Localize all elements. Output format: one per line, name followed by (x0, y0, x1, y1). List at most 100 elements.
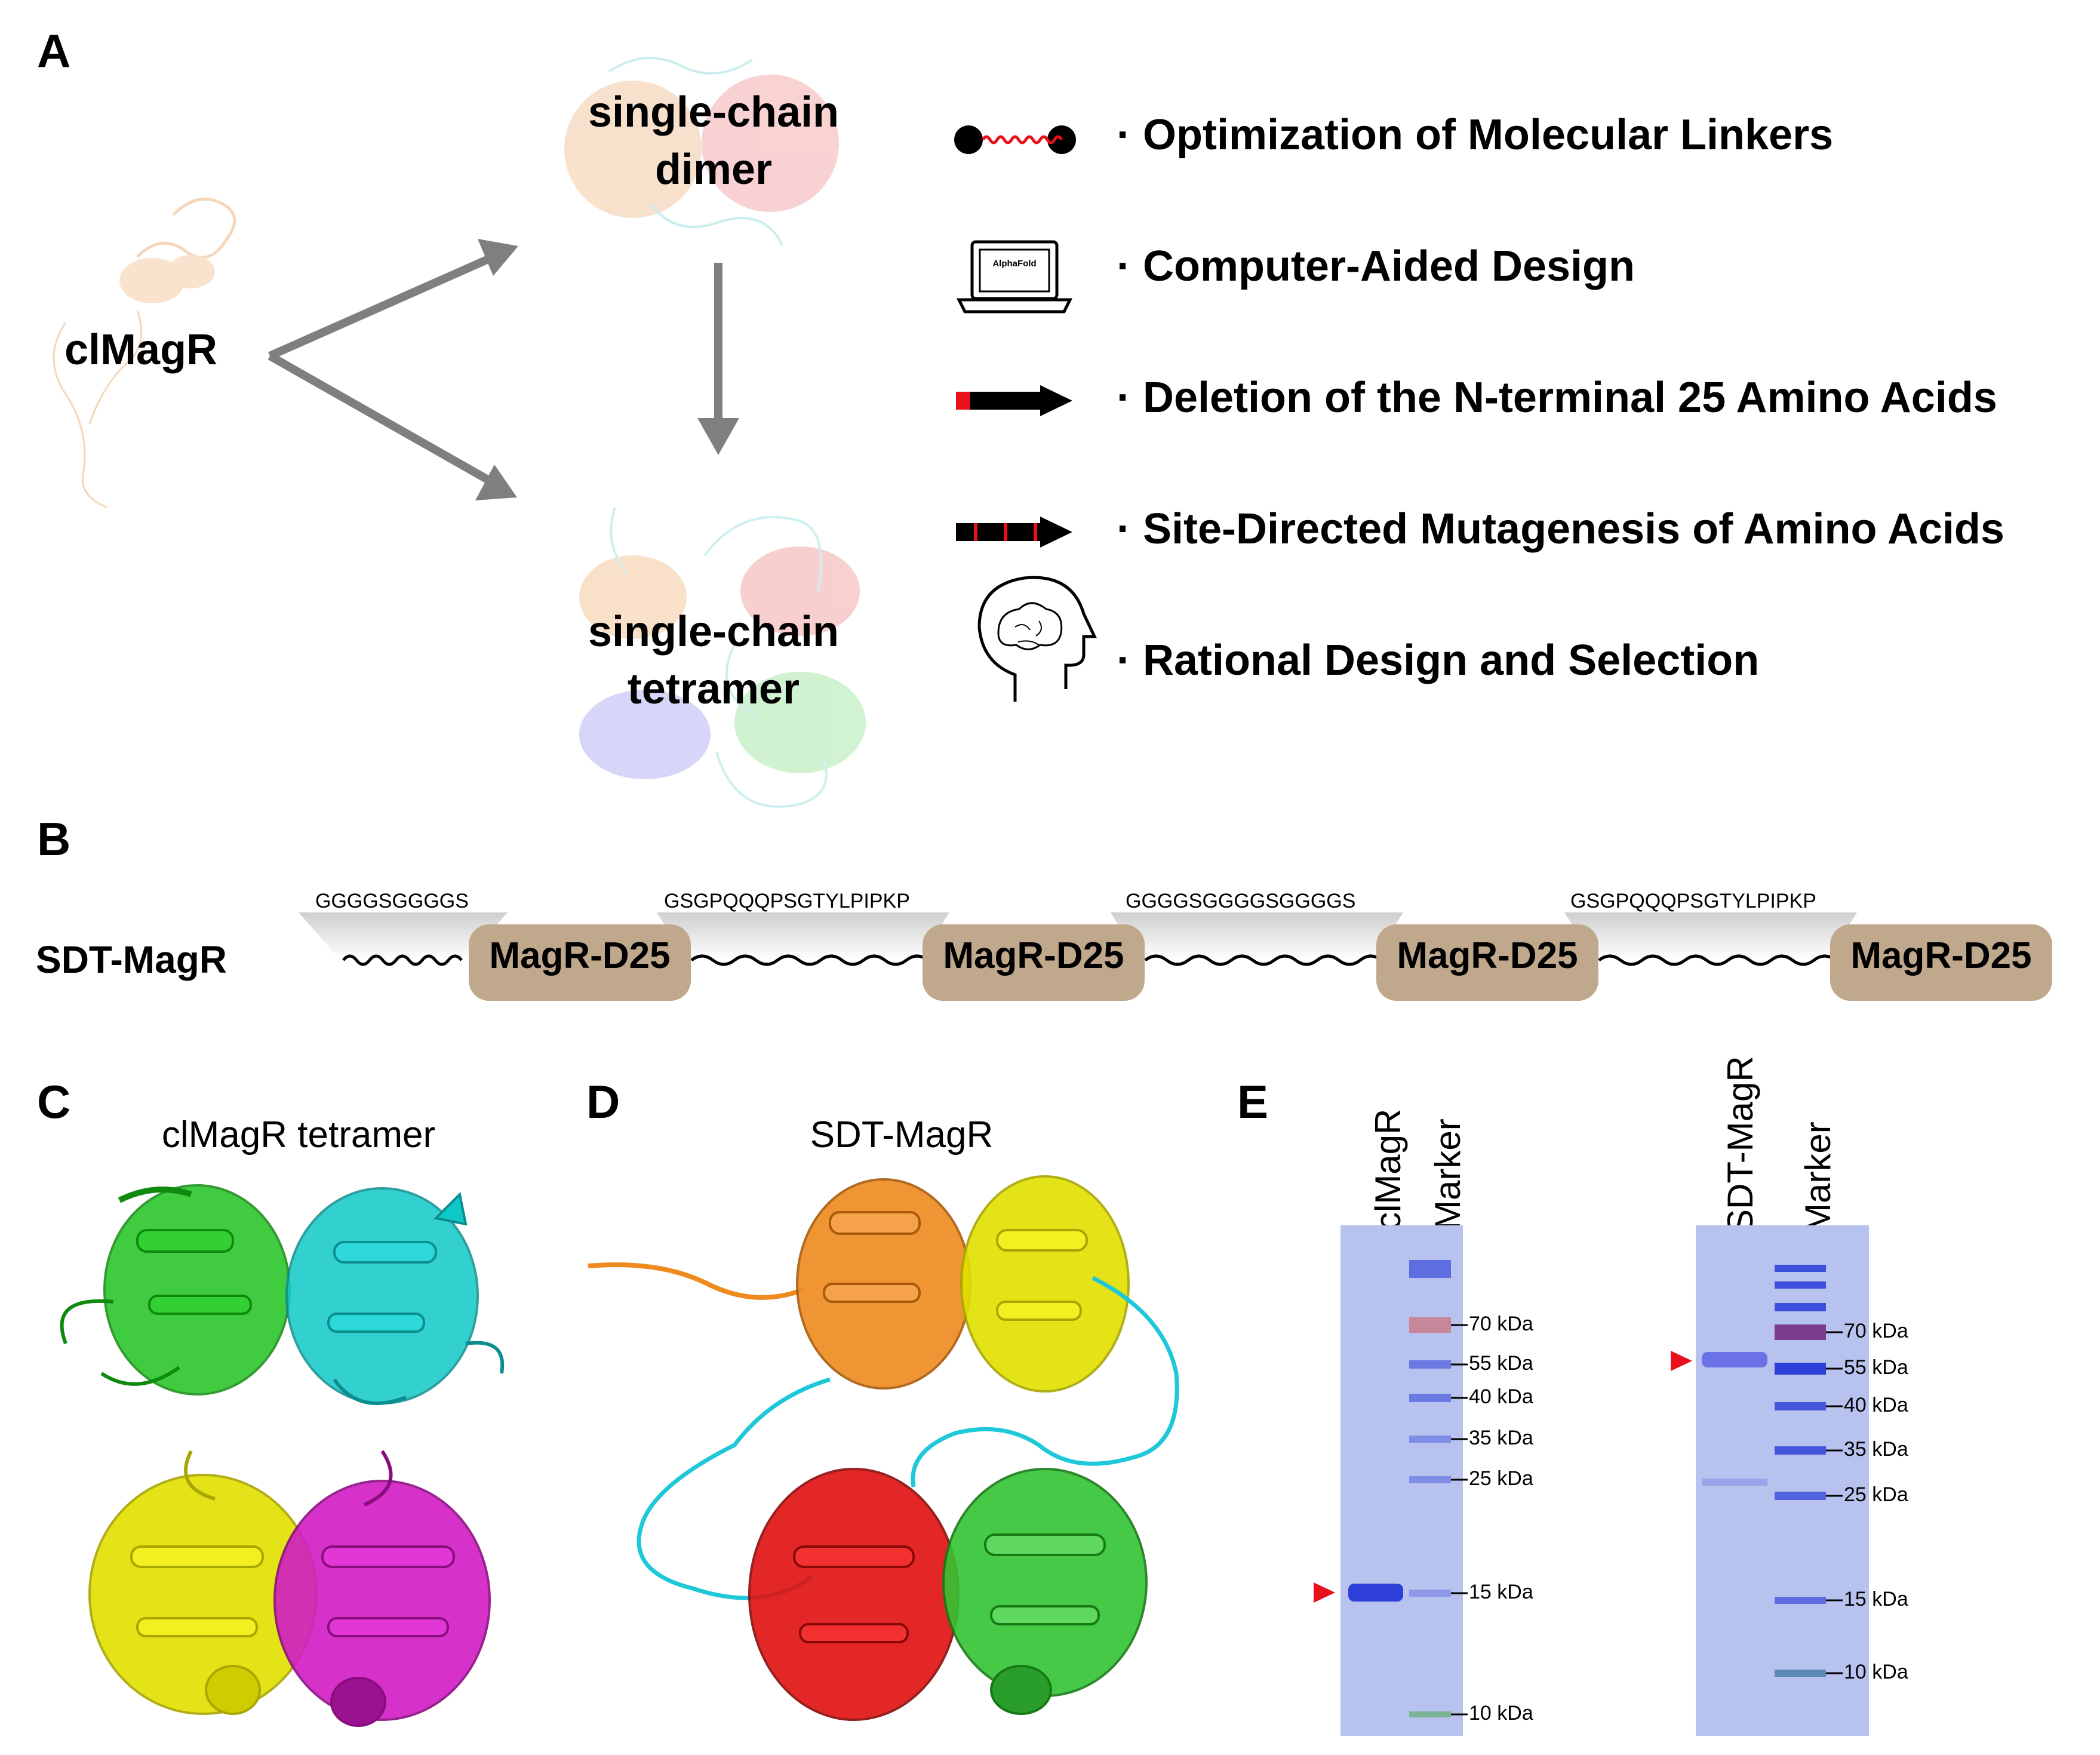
gel1-pointer-arrow (1314, 1582, 1335, 1603)
panel-d-title: SDT-MagR (810, 1114, 994, 1155)
sds-page-gels (1314, 1225, 1869, 1736)
linker-wave-4 (1598, 954, 1837, 966)
panel-label-a: A (37, 24, 71, 77)
panel-label-c: C (37, 1075, 71, 1128)
domain-box-2 (923, 924, 1145, 1001)
gel1-marker-band-35 (1409, 1436, 1451, 1443)
gel2-marker-band-top3 (1775, 1303, 1826, 1311)
gel1-marker-band-55 (1409, 1360, 1451, 1369)
gel2-lane-label-marker: Marker (1798, 1121, 1838, 1233)
linker-wedge-4 (1564, 912, 1857, 960)
single-chain-dimer-structure (564, 57, 839, 245)
panel-label-e: E (1237, 1075, 1269, 1128)
feature-mutagenesis: · Site-Directed Mutagenesis of Amino Aci… (1117, 505, 2004, 553)
chain-red (748, 1468, 960, 1721)
single-chain-dimer-label: single-chain dimer (558, 84, 869, 198)
gel1-lane-label-marker: Marker (1428, 1118, 1468, 1230)
linker-wedge-2 (657, 912, 949, 960)
clmagr-tetramer-structure (60, 1184, 505, 1727)
chain-orange (796, 1178, 971, 1390)
panel-c-title: clMagR tetramer (161, 1114, 436, 1155)
gel1-marker-band-25 (1409, 1476, 1451, 1483)
chain-cyan (285, 1187, 505, 1405)
gel1-marker-40: 40 kDa (1469, 1385, 1533, 1408)
construct-label: SDT-MagR (36, 938, 227, 981)
domain-box-1 (469, 924, 691, 1001)
gel2-marker-band-15 (1775, 1597, 1826, 1604)
gel-1 (1314, 1225, 1468, 1736)
gel2-marker-band-10 (1775, 1670, 1826, 1677)
domain-label-4: MagR-D25 (1850, 935, 2032, 976)
linker-seq-4: GSGPQQQPSGTYLPIPKP (1570, 890, 1816, 912)
linker-seq-3: GGGGSGGGGSGGGGS (1126, 890, 1356, 912)
gel2-marker-25: 25 kDa (1844, 1483, 1908, 1506)
gel1-marker-band-15 (1409, 1590, 1451, 1597)
gel2-marker-35: 35 kDa (1844, 1438, 1908, 1461)
linker-wave-3 (1144, 954, 1383, 966)
gel2-marker-10: 10 kDa (1844, 1661, 1908, 1683)
gel-2 (1671, 1225, 1869, 1736)
dimer-label-line2: dimer (654, 146, 773, 193)
domain-box-3 (1376, 924, 1598, 1001)
mutagenesis-arrow-icon (956, 517, 1072, 548)
gel1-marker-70: 70 kDa (1469, 1313, 1533, 1335)
gel2-marker-band-70 (1775, 1324, 1826, 1340)
gel2-sample-faint (1702, 1479, 1767, 1486)
gel2-marker-band-top1 (1775, 1265, 1826, 1272)
single-chain-tetramer-structure (579, 507, 866, 808)
gel1-marker-band-70 (1409, 1317, 1451, 1333)
linker-wave-2 (690, 954, 929, 966)
linker-wedge-3 (1111, 912, 1403, 960)
gel2-pointer-arrow (1671, 1351, 1692, 1371)
flow-arrows (268, 239, 739, 500)
linker-seq-2: GSGPQQQPSGTYLPIPKP (664, 890, 910, 912)
sdt-magr-structure (588, 1175, 1179, 1721)
domain-label-2: MagR-D25 (943, 935, 1124, 976)
domain-label-1: MagR-D25 (489, 935, 671, 976)
linker-wave-1 (342, 954, 463, 966)
gel1-marker-band-40 (1409, 1394, 1451, 1402)
chain-yellow (88, 1450, 318, 1715)
gel2-marker-band-35 (1775, 1446, 1826, 1455)
gel1-marker-55: 55 kDa (1469, 1352, 1533, 1375)
panel-label-b: B (37, 813, 71, 865)
chain-cyan-linker (637, 1275, 1179, 1600)
dimer-label-line1: single-chain (588, 88, 840, 136)
panel-label-d: D (586, 1075, 620, 1128)
gel1-marker-15: 15 kDa (1469, 1581, 1533, 1603)
feature-deletion: · Deletion of the N-terminal 25 Amino Ac… (1117, 374, 1997, 422)
domain-label-3: MagR-D25 (1397, 935, 1578, 976)
gel2-marker-55: 55 kDa (1844, 1356, 1908, 1379)
gel1-marker-band-top (1409, 1260, 1451, 1278)
tetramer-label-line1: single-chain (588, 608, 840, 656)
feature-computer-aided: · Computer-Aided Design (1117, 242, 1635, 290)
linker-wedge-1 (299, 912, 508, 960)
gel2-marker-band-55 (1775, 1363, 1826, 1375)
gel1-marker-35: 35 kDa (1469, 1427, 1533, 1449)
clmagr-label: clMagR (64, 326, 218, 374)
chain-green (60, 1184, 291, 1396)
gel2-marker-band-top2 (1775, 1281, 1826, 1289)
gel2-marker-40: 40 kDa (1844, 1394, 1908, 1416)
domain-box-4 (1830, 924, 2052, 1001)
construct-diagram (299, 912, 2052, 1001)
gel1-lane-label-clmagr: clMagR (1368, 1108, 1408, 1230)
chain-yellow-d (960, 1175, 1130, 1393)
gel1-marker-band-10 (1409, 1711, 1451, 1717)
feature-rational-design: · Rational Design and Selection (1117, 637, 1760, 684)
gel1-marker-10: 10 kDa (1469, 1702, 1533, 1725)
alphafold-screen-text: AlphaFold (992, 259, 1037, 269)
chain-orange-tail (588, 1262, 804, 1300)
single-chain-tetramer-label: single-chain tetramer (558, 603, 869, 718)
gel2-marker-band-40 (1775, 1402, 1826, 1410)
gel2-marker-15: 15 kDa (1844, 1588, 1908, 1610)
linker-icon (954, 125, 1076, 154)
clmagr-monomer-structure (53, 197, 236, 509)
gel2-sample-band (1702, 1352, 1767, 1367)
gel1-marker-25: 25 kDa (1469, 1467, 1533, 1490)
feature-linkers: · Optimization of Molecular Linkers (1117, 111, 1834, 159)
deletion-arrow-icon (956, 385, 1072, 416)
panel-a-graphics (53, 57, 1097, 808)
gel2-lane-label-sdt-magr: SDT-MagR (1720, 1056, 1760, 1233)
tetramer-label-line2: tetramer (627, 665, 800, 713)
